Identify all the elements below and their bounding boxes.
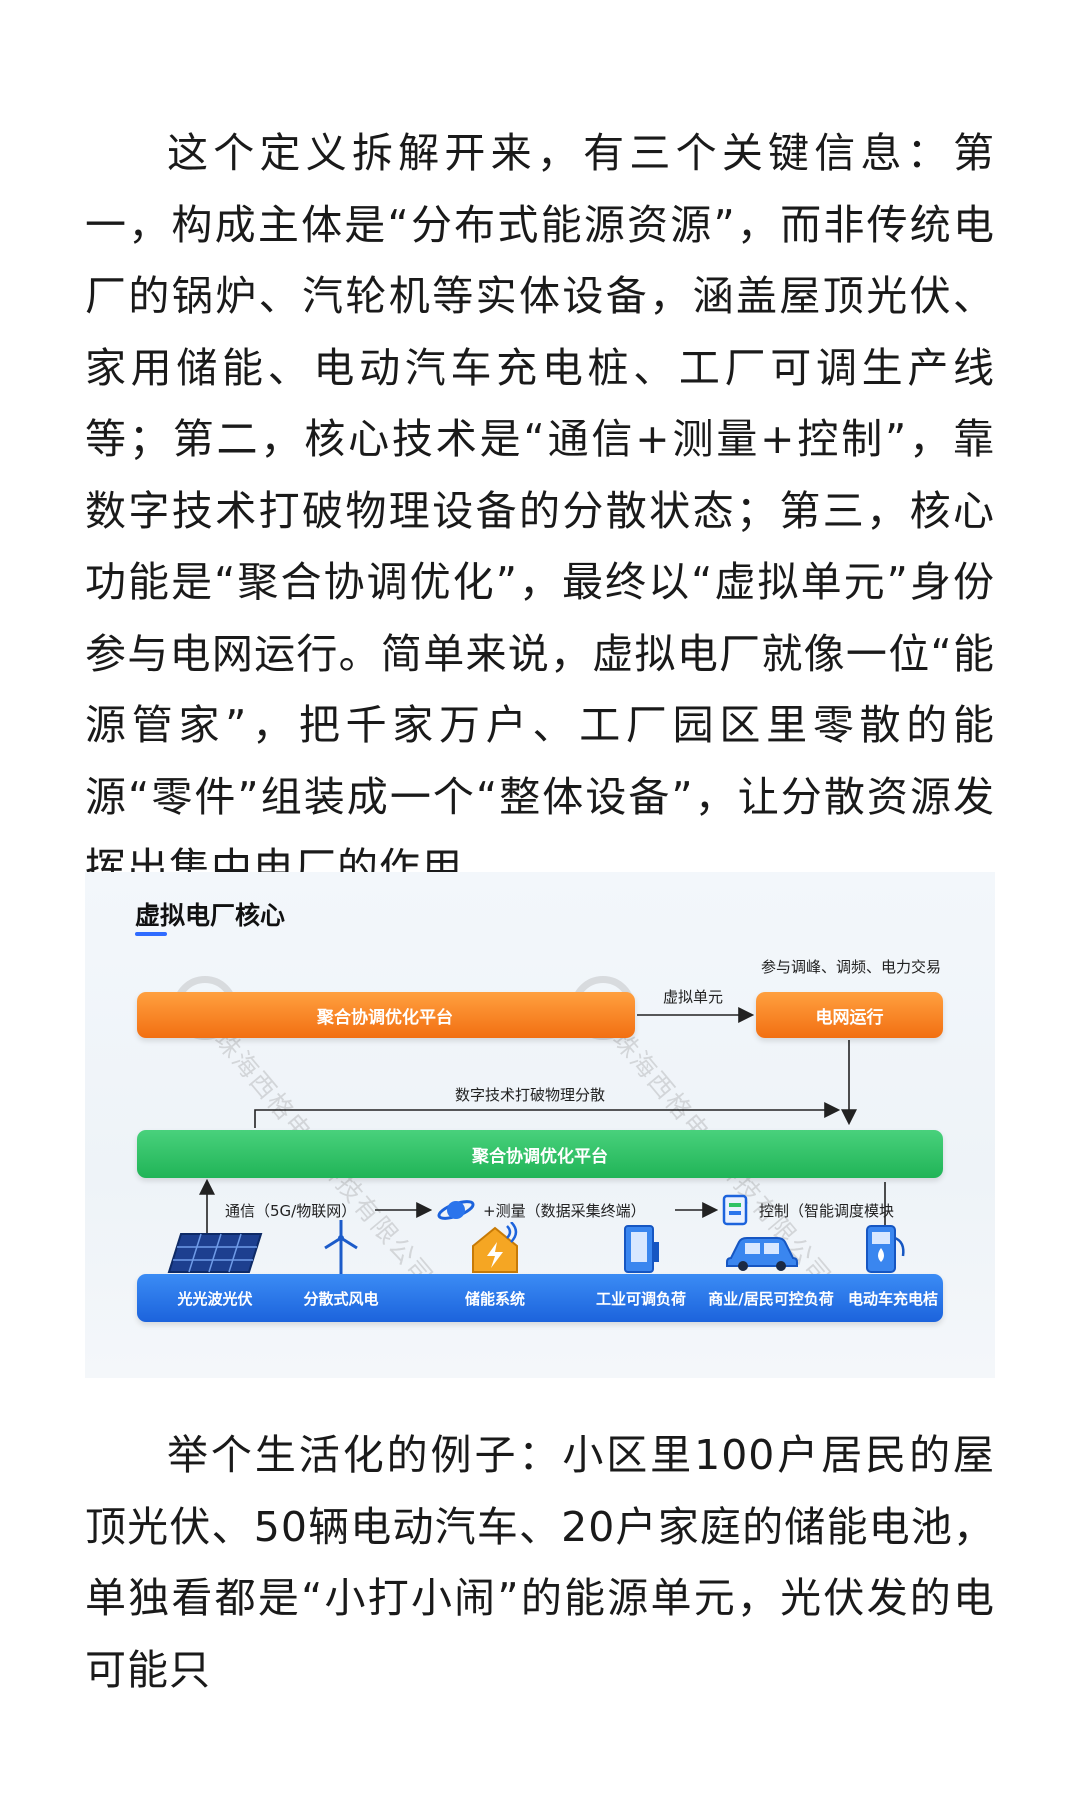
digital-tech-label: 数字技术打破物理分散 <box>455 1086 606 1104</box>
resource-label-solar: 光光波光伏 <box>177 1290 253 1308</box>
virtual-unit-label: 虚拟单元 <box>663 988 724 1006</box>
paragraph-definition: 这个定义拆解开来，有三个关键信息：第一，构成主体是“分布式能源资源”，而非传统电… <box>85 129 995 892</box>
resource-label-storage: 储能系统 <box>464 1290 526 1308</box>
energy-storage-icon <box>472 1222 518 1273</box>
vpp-diagram: 虚拟电厂核心 珠海西格电力科技有限公司 珠海西格电力科技有限公司 聚合协调优化平… <box>85 872 995 1378</box>
satellite-icon <box>437 1200 475 1220</box>
car-icon <box>726 1237 798 1271</box>
diagram-title: 虚拟电厂核心 <box>135 901 286 930</box>
solar-panel-icon <box>167 1233 263 1273</box>
control-module-icon <box>722 1194 748 1226</box>
communication-label: 通信（5G/物联网） <box>225 1202 357 1220</box>
wind-turbine-icon <box>324 1220 358 1276</box>
aggregation-platform-top: 聚合协调优化平台 <box>137 992 635 1038</box>
ev-charger-icon <box>866 1225 905 1273</box>
industrial-load-icon <box>624 1225 659 1273</box>
measurement-label: +测量（数据采集终端） <box>483 1202 646 1220</box>
arrow-digital <box>254 1102 841 1128</box>
resource-label-industrial: 工业可调负荷 <box>595 1290 687 1308</box>
paragraph-example: 举个生活化的例子：小区里100户居民的屋顶光伏、50辆电动汽车、20户家庭的储能… <box>85 1431 995 1694</box>
resource-label-ev-charger: 电动车充电桔 <box>847 1290 939 1308</box>
aggregation-platform-mid: 聚合协调优化平台 <box>137 1130 943 1178</box>
grid-operation-box: 电网运行 <box>756 992 943 1038</box>
resource-label-commercial: 商业/居民可控负荷 <box>708 1290 834 1308</box>
grid-services-label: 参与调峰、调频、电力交易 <box>761 958 942 976</box>
resource-label-wind: 分散式风电 <box>303 1290 379 1308</box>
title-underline <box>135 932 167 936</box>
control-label: 控制（智能调度模块 <box>759 1202 895 1220</box>
resources-bar <box>137 1274 943 1322</box>
